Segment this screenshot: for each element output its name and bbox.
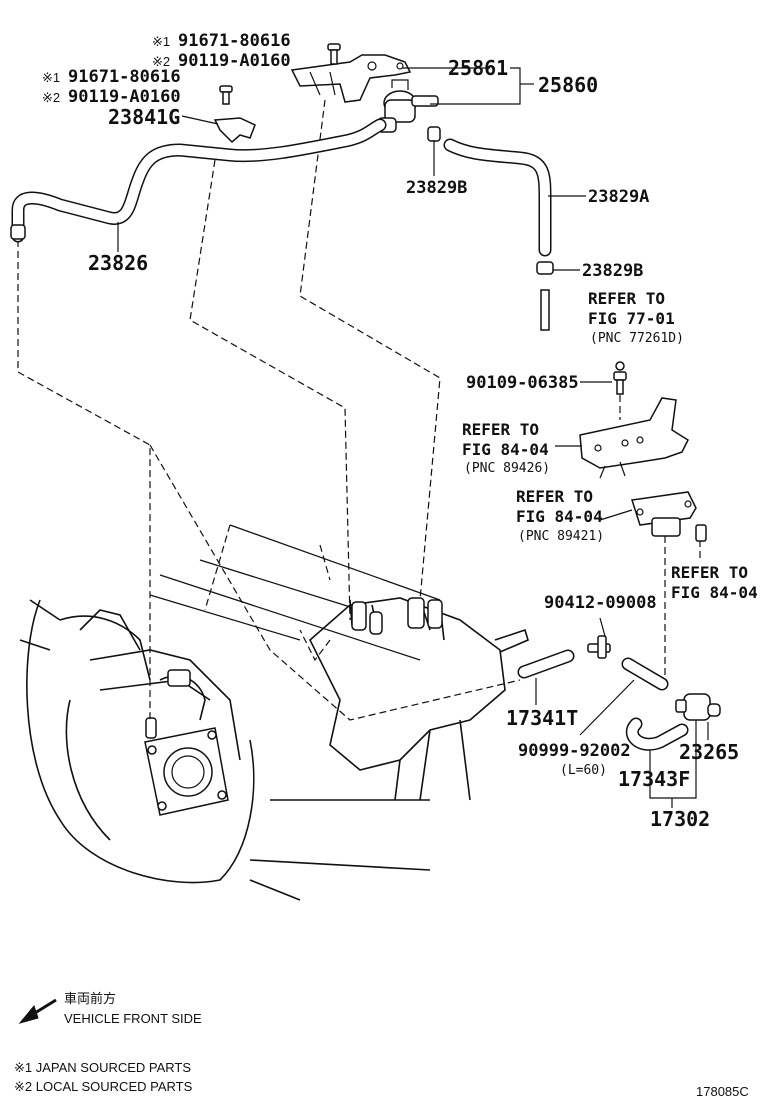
refer-box-84-04-c: REFER TO FIG 84-04 bbox=[671, 563, 758, 602]
part-label-23265: 23265 bbox=[679, 740, 739, 764]
refer-box-84-04-a: REFER TO FIG 84-04 (PNC 89426) bbox=[462, 420, 550, 476]
direction-label-ja: 車両前方 bbox=[64, 991, 116, 1006]
part-label-25861: 25861 bbox=[448, 56, 508, 80]
figure-id: 178085C bbox=[696, 1084, 749, 1099]
part-label: 90119-A0160 bbox=[178, 51, 291, 71]
engine-block bbox=[19, 524, 529, 901]
bracket-89426 bbox=[579, 397, 689, 479]
note-mark-2: ※2 bbox=[152, 54, 170, 69]
clip-23829b-top bbox=[427, 126, 441, 142]
vsv-25860 bbox=[377, 79, 439, 133]
part-label-25860: 25860 bbox=[538, 73, 598, 97]
part-label-90412: 90412-09008 bbox=[544, 593, 657, 613]
hose-23829a bbox=[443, 138, 554, 331]
part-label-90999-length: (L=60) bbox=[560, 763, 607, 778]
direction-arrow-icon bbox=[18, 998, 57, 1024]
part-label-23829b-top: 23829B bbox=[406, 178, 467, 198]
note-mark-1: ※1 bbox=[152, 34, 170, 49]
part-label-23829b-bottom: 23829B bbox=[582, 261, 643, 281]
part-label-23826: 23826 bbox=[88, 251, 148, 275]
dashed-leaders bbox=[17, 99, 701, 721]
part-label-17302: 17302 bbox=[650, 807, 710, 831]
refer-pnc: (PNC 89421) bbox=[518, 529, 604, 544]
refer-line: REFER TO bbox=[671, 563, 748, 582]
part-label: 91671-80616 bbox=[68, 67, 181, 87]
part-label-23829a: 23829A bbox=[588, 187, 649, 207]
refer-line: FIG 84-04 bbox=[671, 583, 758, 602]
refer-line: REFER TO bbox=[516, 487, 593, 506]
refer-pnc: (PNC 77261D) bbox=[590, 331, 684, 346]
label-bolt-top: ※1 91671-80616 ※2 90119-A0160 bbox=[152, 31, 291, 71]
part-label-17341t: 17341T bbox=[506, 706, 578, 730]
part-label-17343f: 17343F bbox=[618, 767, 690, 791]
refer-box-77-01: REFER TO FIG 77-01 (PNC 77261D) bbox=[588, 289, 684, 346]
refer-box-84-04-b: REFER TO FIG 84-04 (PNC 89421) bbox=[516, 487, 604, 544]
direction-label-en: VEHICLE FRONT SIDE bbox=[64, 1011, 202, 1026]
refer-line: REFER TO bbox=[588, 289, 665, 308]
part-label: 91671-80616 bbox=[178, 31, 291, 51]
part-label: 90119-A0160 bbox=[68, 87, 181, 107]
refer-pnc: (PNC 89426) bbox=[464, 461, 550, 476]
hose-17341t bbox=[517, 649, 575, 679]
refer-line: FIG 84-04 bbox=[516, 507, 603, 526]
label-bolt-left: ※1 91671-80616 ※2 90119-A0160 bbox=[42, 67, 181, 107]
note-mark-2: ※2 bbox=[42, 90, 60, 105]
part-label-90999: 90999-92002 bbox=[518, 741, 631, 761]
sensor-89421 bbox=[631, 491, 707, 542]
hose-23826 bbox=[10, 118, 387, 243]
hose-17343f bbox=[625, 717, 689, 751]
part-label-90109: 90109-06385 bbox=[466, 373, 579, 393]
note-mark-1: ※1 bbox=[42, 70, 60, 85]
part-label-23841g: 23841G bbox=[108, 105, 180, 129]
legend-note-1: ※1 JAPAN SOURCED PARTS bbox=[14, 1060, 191, 1075]
refer-line: FIG 77-01 bbox=[588, 309, 675, 328]
refer-line: REFER TO bbox=[462, 420, 539, 439]
filter-23265 bbox=[675, 693, 721, 721]
legend-note-2: ※2 LOCAL SOURCED PARTS bbox=[14, 1079, 193, 1094]
bolt-top bbox=[327, 43, 341, 65]
leader-lines bbox=[117, 67, 709, 808]
hose-90999 bbox=[621, 657, 669, 691]
bolt-90109 bbox=[613, 361, 627, 395]
vsv-bracket-25861 bbox=[290, 54, 412, 103]
union-90412 bbox=[587, 635, 611, 659]
bracket-23841g bbox=[213, 85, 256, 144]
refer-line: FIG 84-04 bbox=[462, 440, 549, 459]
